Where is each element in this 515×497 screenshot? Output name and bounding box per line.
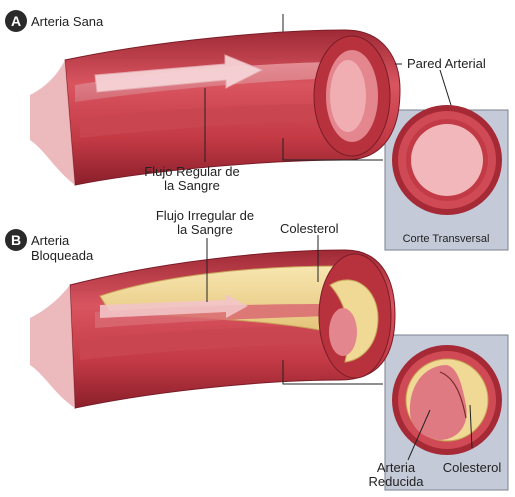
svg-text:A: A xyxy=(11,13,21,29)
flow-label-a-line1: Flujo Regular de xyxy=(144,164,239,179)
cross-section-label: Corte Transversal xyxy=(403,233,490,245)
title-blocked-line2: Bloqueada xyxy=(31,248,94,263)
plaque-inset-label: Colesterol xyxy=(443,460,502,475)
wall-label: Pared Arterial xyxy=(407,56,486,71)
reduced-label-line1: Arteria xyxy=(377,460,416,475)
plaque-label: Colesterol xyxy=(280,221,339,236)
title-blocked-line1: Arteria xyxy=(31,233,70,248)
healthy-cross-section xyxy=(392,105,502,215)
flow-label-b-line1: Flujo Irregular de xyxy=(156,208,254,223)
title-healthy-artery: Arteria Sana xyxy=(31,14,104,29)
reduced-label-line2: Reducida xyxy=(369,474,425,489)
flow-label-a-line2: la Sangre xyxy=(164,178,220,193)
flow-label-b-line2: la Sangre xyxy=(177,222,233,237)
badge-b: B xyxy=(5,229,27,251)
badge-a: A xyxy=(5,10,27,32)
panel-a: A Arteria Sana Flujo Regular de la Sangr… xyxy=(5,10,508,250)
svg-text:B: B xyxy=(11,232,21,248)
blocked-cross-section xyxy=(392,345,502,455)
